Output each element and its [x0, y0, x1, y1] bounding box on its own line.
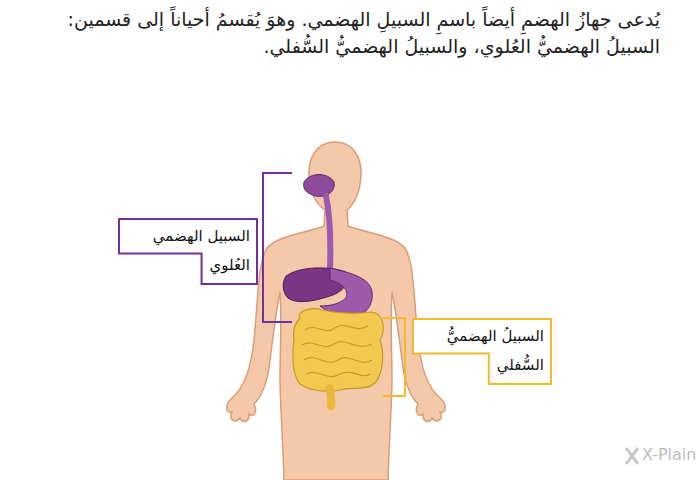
digestive-organs — [283, 175, 383, 407]
watermark: X-Plain — [642, 445, 696, 464]
watermark-icon — [626, 448, 638, 464]
lower-bracket — [383, 318, 405, 396]
label-box: السبيلُ الهضميُّ السُّفلي — [412, 318, 552, 385]
box-border — [119, 219, 257, 284]
box-border — [413, 319, 551, 384]
upper-bracket — [263, 173, 292, 322]
body-silhouette — [227, 142, 446, 480]
label-text: السبيل الهضمي العُلوي — [118, 218, 258, 285]
label-box: السبيل الهضمي العُلوي — [118, 218, 258, 285]
label-text: السبيلُ الهضميُّ السُّفلي — [412, 318, 552, 385]
title-text: يُدعى جهازُ الهضمِ أيضاً باسمِ السبيلِ ا… — [40, 6, 660, 59]
